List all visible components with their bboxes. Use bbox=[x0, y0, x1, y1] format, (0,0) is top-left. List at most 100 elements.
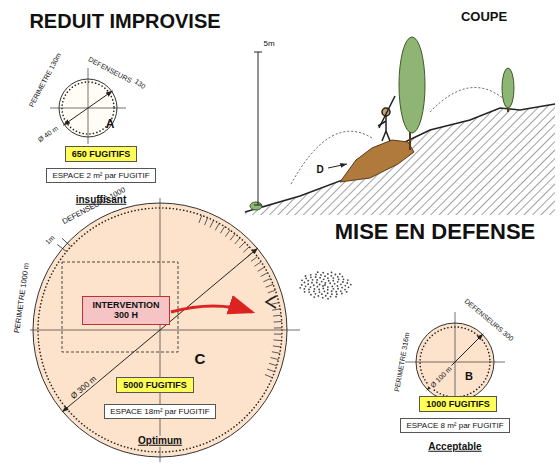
stipple-dot bbox=[321, 281, 323, 283]
stipple-dot bbox=[317, 295, 319, 297]
stipple-dot bbox=[337, 285, 339, 287]
stipple-dot bbox=[322, 297, 324, 299]
stipple-dot bbox=[304, 282, 306, 284]
stipple-dot bbox=[303, 288, 305, 290]
stipple-dot bbox=[321, 293, 323, 295]
box-text: INTERVENTION 300 H bbox=[82, 296, 170, 325]
space-box: ESPACE 8 m² par FUGITIF bbox=[400, 418, 509, 433]
count-box: 650 FUGITIFS bbox=[65, 146, 138, 162]
bush bbox=[250, 202, 262, 210]
stipple-dot bbox=[335, 291, 337, 293]
stipple-dot bbox=[324, 282, 326, 284]
stipple-dot bbox=[317, 286, 319, 288]
stipple-dot bbox=[343, 278, 345, 280]
stipple-dot bbox=[331, 286, 333, 288]
leader-line bbox=[328, 164, 347, 168]
stipple-dot bbox=[331, 290, 333, 292]
stipple-dot bbox=[332, 288, 334, 290]
stipple-dot bbox=[337, 276, 339, 278]
defense-circle: B bbox=[415, 322, 495, 402]
defender-dots bbox=[62, 82, 114, 134]
stipple-dot bbox=[301, 284, 303, 286]
stipple-dot bbox=[299, 287, 301, 289]
stipple-dot bbox=[340, 290, 342, 292]
scale-bar bbox=[254, 52, 262, 205]
stipple-dot bbox=[315, 274, 317, 276]
title: REDUIT IMPROVISE bbox=[29, 11, 220, 32]
text-label: PERIMETRE 130m bbox=[28, 52, 63, 109]
stipple-dot bbox=[342, 276, 344, 278]
stipple-dot bbox=[342, 281, 344, 283]
text-label: Acceptable bbox=[428, 442, 481, 453]
text-label: Optimum bbox=[136, 436, 184, 447]
count-box: 5000 FUGITIFS bbox=[116, 377, 194, 393]
stipple-dot bbox=[312, 279, 314, 281]
stipple-dot bbox=[308, 289, 310, 291]
stipple-dot bbox=[337, 288, 339, 290]
box-text: ESPACE 2 m² par FUGITIF bbox=[46, 168, 155, 183]
stipple-dot bbox=[322, 288, 324, 290]
stipple-dot bbox=[331, 272, 333, 274]
enemy-cloud bbox=[299, 271, 351, 299]
defense-circle: CINTERVENTION 300 H5000 FUGITIFSESPACE 1… bbox=[32, 202, 288, 458]
text-label: PERIMETRE 1000 m bbox=[13, 262, 31, 333]
stipple-dot bbox=[319, 291, 321, 293]
stipple-dot bbox=[341, 287, 343, 289]
count-box: 1000 FUGITIFS bbox=[419, 396, 497, 412]
trajectory-arc bbox=[430, 88, 505, 113]
stipple-dot bbox=[305, 278, 307, 280]
stipple-dot bbox=[332, 277, 334, 279]
stipple-dot bbox=[315, 276, 317, 278]
stipple-dot bbox=[338, 279, 340, 281]
perimeter bbox=[33, 203, 287, 457]
stipple-dot bbox=[305, 285, 307, 287]
circle-letter: B bbox=[465, 371, 473, 382]
stipple-dot bbox=[340, 283, 342, 285]
stipple-dot bbox=[335, 296, 337, 298]
space-box: ESPACE 2 m² par FUGITIF bbox=[46, 168, 155, 183]
stipple-dot bbox=[310, 294, 312, 296]
stipple-dot bbox=[322, 285, 324, 287]
defense-circle: A bbox=[58, 78, 118, 138]
circle-outline bbox=[415, 322, 495, 402]
ground-line bbox=[245, 104, 555, 212]
stipple-dot bbox=[305, 275, 307, 277]
box-text: 1000 FUGITIFS bbox=[419, 396, 497, 412]
text-label: 1m bbox=[44, 234, 56, 246]
stipple-dot bbox=[339, 273, 341, 275]
stipple-dot bbox=[313, 296, 315, 298]
stipple-dot bbox=[318, 289, 320, 291]
stipple-dot bbox=[313, 284, 315, 286]
stipple-dot bbox=[319, 284, 321, 286]
stipple-dot bbox=[328, 280, 330, 282]
ground-hatch bbox=[245, 104, 555, 215]
stipple-dot bbox=[323, 278, 325, 280]
box-text: 5000 FUGITIFS bbox=[116, 377, 194, 393]
circle-letter: A bbox=[106, 118, 115, 130]
stipple-dot bbox=[334, 274, 336, 276]
text-label: 5m bbox=[263, 40, 274, 48]
stipple-dot bbox=[325, 295, 327, 297]
stipple-dot bbox=[346, 282, 348, 284]
stipple-dot bbox=[344, 285, 346, 287]
stipple-dot bbox=[327, 277, 329, 279]
stipple-dot bbox=[348, 286, 350, 288]
stipple-dot bbox=[320, 274, 322, 276]
stipple-dot bbox=[324, 284, 326, 286]
trajectory-arc bbox=[290, 131, 372, 186]
text-label: Ø 40 m bbox=[36, 124, 59, 143]
stipple-dot bbox=[311, 282, 313, 284]
stipple-dot bbox=[350, 284, 352, 286]
parapet-mound bbox=[340, 140, 414, 182]
stipple-dot bbox=[347, 279, 349, 281]
stipple-dot bbox=[329, 282, 331, 284]
stipple-dot bbox=[330, 296, 332, 298]
stipple-dot bbox=[310, 274, 312, 276]
stipple-dot bbox=[346, 291, 348, 293]
stipple-dot bbox=[317, 271, 319, 273]
stipple-dot bbox=[319, 277, 321, 279]
stipple-dot bbox=[327, 286, 329, 288]
defender-figure bbox=[378, 96, 395, 141]
stipple-dot bbox=[332, 280, 334, 282]
box-text: ESPACE 8 m² par FUGITIF bbox=[400, 418, 509, 433]
